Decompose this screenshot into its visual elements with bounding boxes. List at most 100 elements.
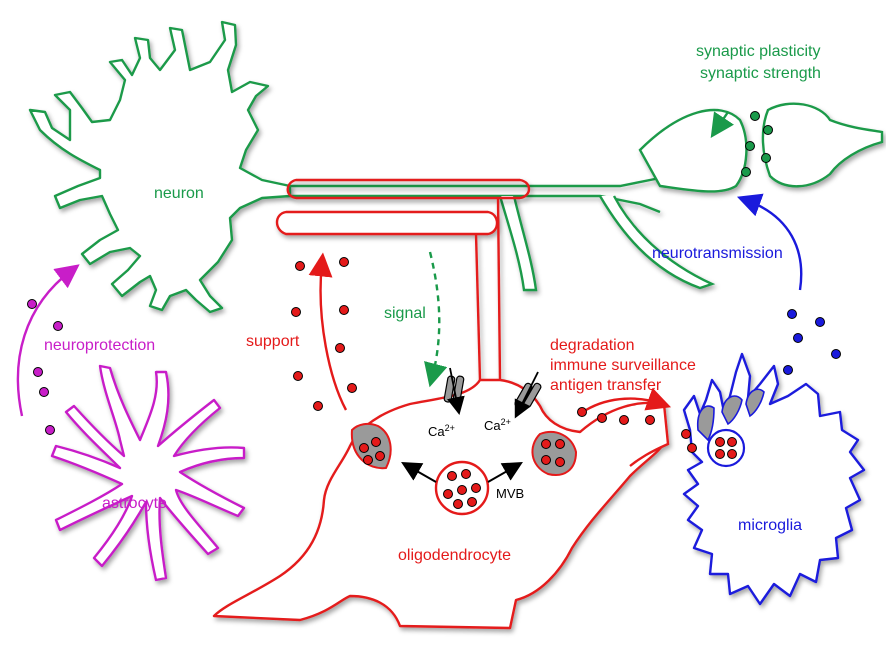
calcium-label-right: Ca2+ xyxy=(484,417,511,433)
calcium-channel-right xyxy=(514,371,542,419)
neuron-axon-branch-lower xyxy=(498,195,538,292)
synaptic-vesicle xyxy=(763,125,773,135)
synaptic-vesicle xyxy=(745,141,755,151)
exosome xyxy=(291,307,301,317)
signal-arrow xyxy=(424,251,448,388)
oligodendrocyte-label: oligodendrocyte xyxy=(398,547,511,564)
exosome xyxy=(471,483,481,493)
microglia-cell xyxy=(682,352,866,606)
exosome xyxy=(457,485,467,495)
neuron-body xyxy=(28,20,292,314)
neuron-axon-branch xyxy=(598,195,716,290)
calcium-channel-left xyxy=(443,367,465,416)
synaptic-arrow xyxy=(710,111,734,138)
exosome xyxy=(541,439,551,449)
exosome xyxy=(715,449,725,459)
microglia-exosomes xyxy=(783,309,841,375)
exosome xyxy=(295,261,305,271)
vesicle-pocket xyxy=(721,395,743,426)
degradation-arrow xyxy=(585,387,672,412)
exosome xyxy=(793,333,803,343)
exosome xyxy=(359,443,369,453)
microglia-label: microglia xyxy=(738,517,802,534)
signal-label: signal xyxy=(384,305,426,322)
exosome xyxy=(335,343,345,353)
vesicle-pocket xyxy=(745,388,765,418)
mvb-label: MVB xyxy=(496,486,524,501)
exosome xyxy=(687,443,697,453)
exosome xyxy=(339,305,349,315)
antigen-transfer-label: antigen transfer xyxy=(550,377,662,394)
exosome xyxy=(339,257,349,267)
exosome xyxy=(815,317,825,327)
phagosome xyxy=(706,428,746,468)
exosome xyxy=(715,437,725,447)
neuroprotection-arrow xyxy=(16,264,80,417)
exosome xyxy=(53,321,63,331)
astrocyte-exosomes xyxy=(27,299,63,435)
vesicle-pocket xyxy=(531,431,578,476)
exosome xyxy=(447,471,457,481)
exosome xyxy=(787,309,797,319)
neurotransmission-arrow xyxy=(736,193,803,291)
exosome xyxy=(33,367,43,377)
calcium-influx-arrow xyxy=(514,371,539,419)
oligodendrocyte-process xyxy=(474,197,502,381)
exosome xyxy=(293,371,303,381)
exosome xyxy=(45,425,55,435)
calcium-influx-arrow xyxy=(447,367,465,416)
exosome xyxy=(375,451,385,461)
support-exosomes xyxy=(291,257,357,411)
exosome xyxy=(27,299,37,309)
exosome xyxy=(597,413,607,423)
exosome xyxy=(555,439,565,449)
multivesicular-body xyxy=(434,460,490,516)
exosome xyxy=(681,429,691,439)
degradation-exosomes xyxy=(577,407,655,425)
support-arrow xyxy=(308,252,348,411)
degradation-label: degradation xyxy=(550,337,635,354)
exosome xyxy=(363,455,373,465)
immune-surveillance-label: immune surveillance xyxy=(550,357,696,374)
exosome xyxy=(831,349,841,359)
exosome xyxy=(783,365,793,375)
presynaptic-terminal xyxy=(638,108,748,193)
astrocyte-body xyxy=(50,364,246,582)
astrocyte-label: astrocyte xyxy=(102,495,167,512)
exosome xyxy=(577,407,587,417)
neuron-axon xyxy=(290,166,701,214)
support-label: support xyxy=(246,333,300,350)
calcium-label-left: Ca2+ xyxy=(428,423,455,439)
mvb-arrow-left xyxy=(401,462,437,483)
exosome xyxy=(727,449,737,459)
myelin-sheath-top xyxy=(286,178,531,200)
myelin-sheath-bottom xyxy=(275,210,499,236)
synaptic-vesicle xyxy=(750,111,760,121)
exosome-pocket-right xyxy=(531,431,578,476)
astrocyte-cell xyxy=(50,364,246,582)
phagosome-membrane xyxy=(706,428,746,468)
neurotransmission-label: neurotransmission xyxy=(652,245,783,262)
synaptic-vesicles xyxy=(741,111,773,177)
postsynaptic-terminal xyxy=(761,102,884,188)
exosome xyxy=(467,497,477,507)
neuron-cell xyxy=(28,20,716,314)
exosome-pocket-left xyxy=(350,422,392,470)
exosome xyxy=(39,387,49,397)
exosome xyxy=(443,489,453,499)
exosome xyxy=(619,415,629,425)
synaptic-plasticity-label: synaptic plasticity xyxy=(696,43,821,60)
exosome xyxy=(347,383,357,393)
synapse xyxy=(638,102,884,193)
exosome xyxy=(453,499,463,509)
exosome xyxy=(645,415,655,425)
microglia-body xyxy=(682,352,866,606)
exosome xyxy=(371,437,381,447)
exosome xyxy=(555,457,565,467)
vesicle-pocket xyxy=(696,405,715,442)
exosome xyxy=(541,455,551,465)
exosome xyxy=(461,469,471,479)
exosome xyxy=(727,437,737,447)
exosome xyxy=(313,401,323,411)
